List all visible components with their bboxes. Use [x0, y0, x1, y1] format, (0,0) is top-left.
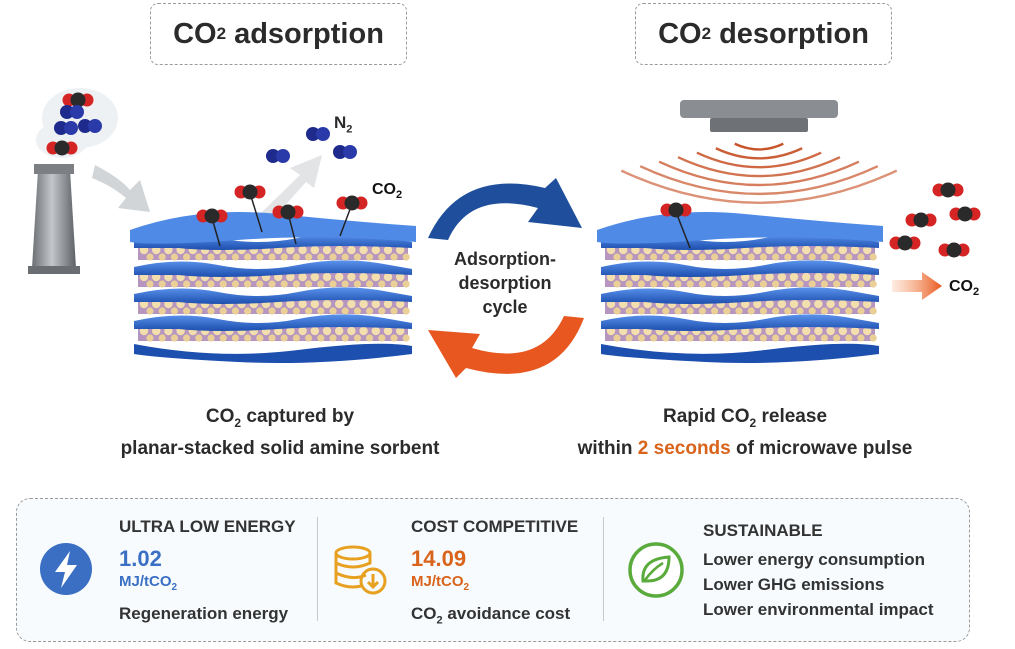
sustainable-feature-title: SUSTAINABLE: [703, 521, 823, 540]
top-sheet: [597, 212, 883, 244]
sorbent-stack-right: [597, 212, 883, 363]
adsorption-title-prefix: CO: [173, 17, 217, 50]
energy-description: Regeneration energy: [119, 604, 289, 623]
graphene-sheet: [601, 314, 879, 331]
cost-value: 14.09: [411, 546, 467, 571]
co2-label-right: CO2: [949, 278, 980, 299]
co2-release-arrow: [892, 272, 942, 300]
co2-label-left: CO2: [372, 181, 403, 202]
leaf-icon: [628, 542, 684, 598]
cycle-label-line1: Adsorption-: [454, 249, 556, 269]
microwave-wave: [658, 160, 860, 187]
energy-unit: MJ/tCO2: [119, 573, 178, 593]
microwave-wave: [677, 156, 841, 178]
bottom-sheet: [601, 343, 879, 363]
released-co2-right: [660, 202, 692, 249]
cost-unit: MJ/tCO2: [411, 573, 470, 593]
sustainable-line-1: Lower energy consumption: [703, 550, 925, 569]
desorption-title-sub: 2: [701, 24, 712, 43]
microwave-emitter-icon: [680, 100, 838, 132]
desorption-title-suffix: desorption: [711, 17, 869, 50]
cycle-label-line2: desorption: [458, 273, 552, 293]
divider: [603, 517, 604, 621]
graphene-sheet: [601, 260, 879, 277]
divider: [317, 517, 318, 621]
cycle-label-line3: cycle: [482, 297, 528, 317]
n2-label: N2: [334, 113, 353, 136]
process-diagram: [28, 88, 981, 378]
microwave-wave: [639, 165, 879, 196]
features-panel: ULTRA LOW ENERGY 1.02 MJ/tCO2 Regenerati…: [16, 498, 970, 642]
graphene-sheet: [601, 287, 879, 304]
gas-inflow-arrow: [92, 165, 150, 212]
adsorbed-co2-left: [196, 184, 368, 247]
energy-feature-title: ULTRA LOW ENERGY: [119, 517, 296, 536]
desorption-caption: Rapid CO2 release within 2 seconds of mi…: [577, 406, 913, 459]
microwave-waves: [620, 142, 898, 204]
energy-value: 1.02: [119, 546, 162, 571]
bottom-sheet: [134, 343, 412, 363]
lightning-bolt-icon: [40, 543, 92, 595]
graphene-sheet: [134, 287, 412, 304]
graphene-sheet: [134, 314, 412, 331]
amine-bead-layer: [138, 271, 410, 288]
n2-outflow-arrow: [262, 155, 322, 220]
sorbent-stack-left: [130, 212, 416, 363]
adsorption-cycle-arrow-top: [428, 178, 582, 240]
adsorption-desorption-cycle-label: Adsorption- desorption cycle: [435, 247, 575, 319]
adsorption-title-sub: 2: [216, 24, 227, 43]
desorption-title-prefix: CO: [658, 17, 702, 50]
top-sheet: [130, 212, 416, 244]
two-seconds-highlight: 2 seconds: [637, 437, 731, 459]
microwave-wave: [696, 151, 822, 169]
adsorption-caption: CO2 captured by planar-stacked solid ami…: [30, 404, 530, 461]
adsorption-title-suffix: adsorption: [226, 17, 384, 50]
graphene-sheet: [134, 260, 412, 277]
released-co2-cloud: [889, 182, 981, 258]
cost-description: CO2 avoidance cost: [411, 604, 571, 627]
sustainable-line-2: Lower GHG emissions: [703, 575, 885, 594]
microwave-wave: [620, 169, 898, 204]
coin-stack-down-icon: [334, 545, 387, 595]
cost-feature-title: COST COMPETITIVE: [411, 517, 579, 536]
sustainable-line-3: Lower environmental impact: [703, 600, 934, 619]
microwave-wave: [715, 147, 803, 160]
adsorption-caption-line2: planar-stacked solid amine sorbent: [120, 437, 440, 459]
microwave-wave: [734, 142, 784, 151]
desorption-cycle-arrow-bottom: [428, 316, 584, 378]
